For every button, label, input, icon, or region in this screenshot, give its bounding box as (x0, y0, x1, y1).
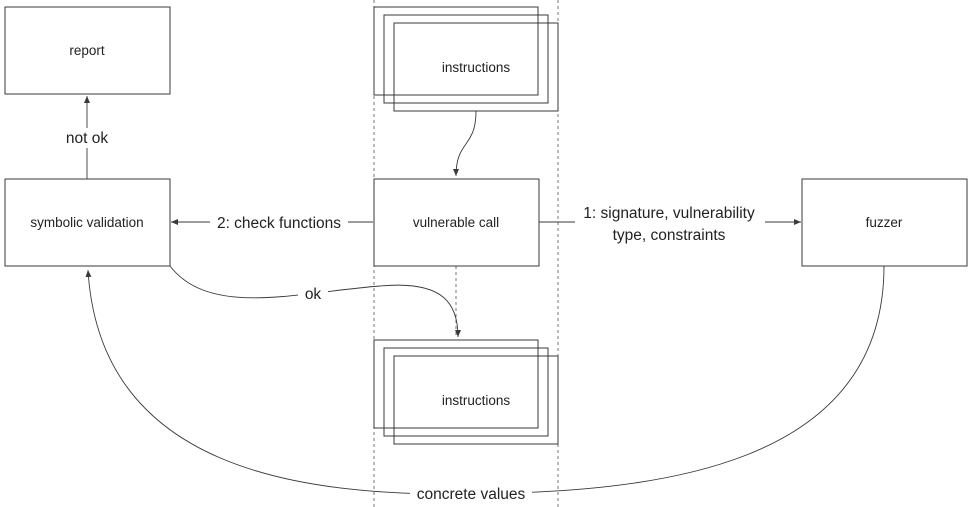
symbolic-validation-box (4, 178, 171, 267)
instructions-bottom-layer-2 (383, 347, 549, 437)
report-box (4, 6, 171, 95)
edge-label-concrete-values: concrete values (417, 486, 526, 503)
symbolic-validation-label: symbolic validation (30, 215, 143, 230)
edge-label-signature-line2: type, constraints (613, 227, 726, 244)
edge-label-signature-line1: 1: signature, vulnerability (583, 205, 755, 222)
edge-concrete-values (85, 265, 885, 495)
edge-label-not-ok: not ok (66, 130, 108, 147)
edge-label-ok: ok (305, 286, 322, 303)
instructions-bottom-layer-1 (373, 339, 539, 429)
edge-label-check-functions: 2: check functions (217, 215, 341, 232)
instructions-bottom-layer-3 (393, 355, 559, 445)
fuzzer-label: fuzzer (866, 215, 903, 230)
fuzzer-box (801, 178, 968, 267)
report-label: report (69, 43, 105, 58)
instructions-top-layer-2 (383, 14, 549, 104)
instructions-top-label: instructions (442, 60, 511, 75)
instructions-top-layer-1 (373, 6, 539, 96)
instructions-top-layer-3 (393, 22, 559, 112)
edge-instructions-to-call (453, 110, 477, 177)
instructions-bottom-label: instructions (442, 393, 511, 408)
vulnerable-call-box (373, 178, 540, 267)
edge-ok (169, 265, 461, 338)
vulnerable-call-label: vulnerable call (413, 215, 499, 230)
